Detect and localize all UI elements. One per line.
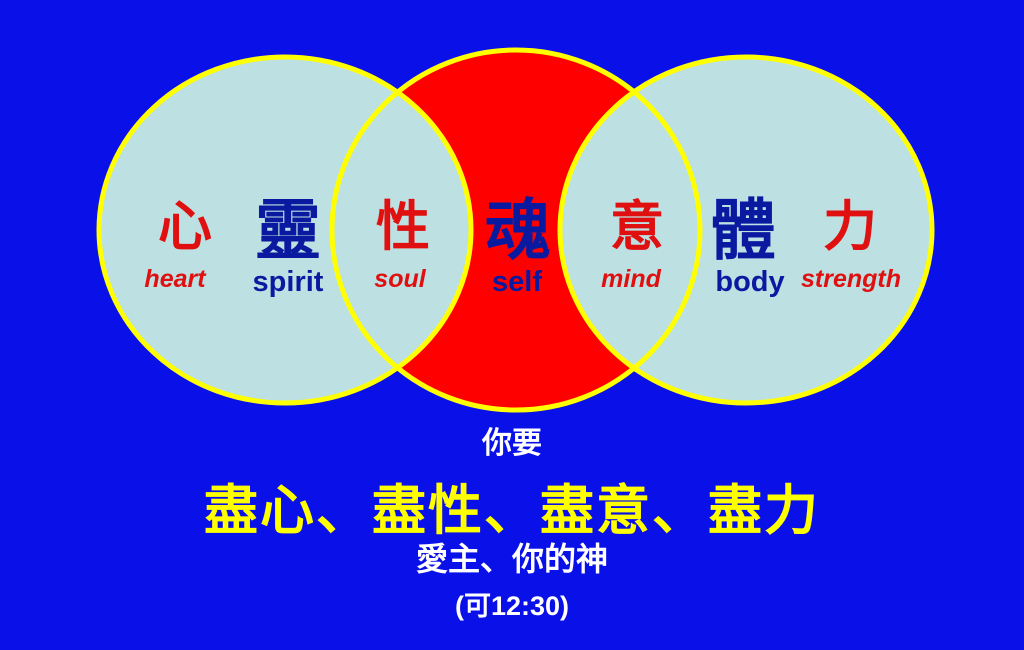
term-en-soul: soul <box>374 265 426 293</box>
term-en-strength: strength <box>801 265 901 293</box>
term-zh-soul: 性 <box>376 195 430 258</box>
term-en-heart: heart <box>144 265 207 293</box>
right-circle-outline <box>557 54 935 406</box>
verse-intro: 你要 <box>482 426 542 461</box>
term-en-spirit: spirit <box>253 266 324 298</box>
term-zh-self: 魂 <box>485 192 551 269</box>
verse-object: 愛主、你的神 <box>415 540 608 578</box>
left-circle-outline <box>96 54 474 406</box>
term-zh-body: 體 <box>710 192 776 269</box>
verse-main: 盡心、盡性、盡意、盡力 <box>204 479 820 542</box>
center-circle-outline <box>329 47 703 413</box>
term-en-self: self <box>492 266 542 298</box>
right-circle <box>560 57 932 403</box>
term-zh-spirit: 靈 <box>255 192 321 269</box>
term-zh-heart: 心 <box>158 195 212 258</box>
term-zh-strength: 力 <box>823 195 877 258</box>
term-zh-mind: 意 <box>610 195 664 258</box>
term-en-mind: mind <box>601 265 661 293</box>
verse-reference: (可12:30) <box>454 591 570 621</box>
left-circle <box>99 57 471 403</box>
term-en-body: body <box>715 266 784 298</box>
